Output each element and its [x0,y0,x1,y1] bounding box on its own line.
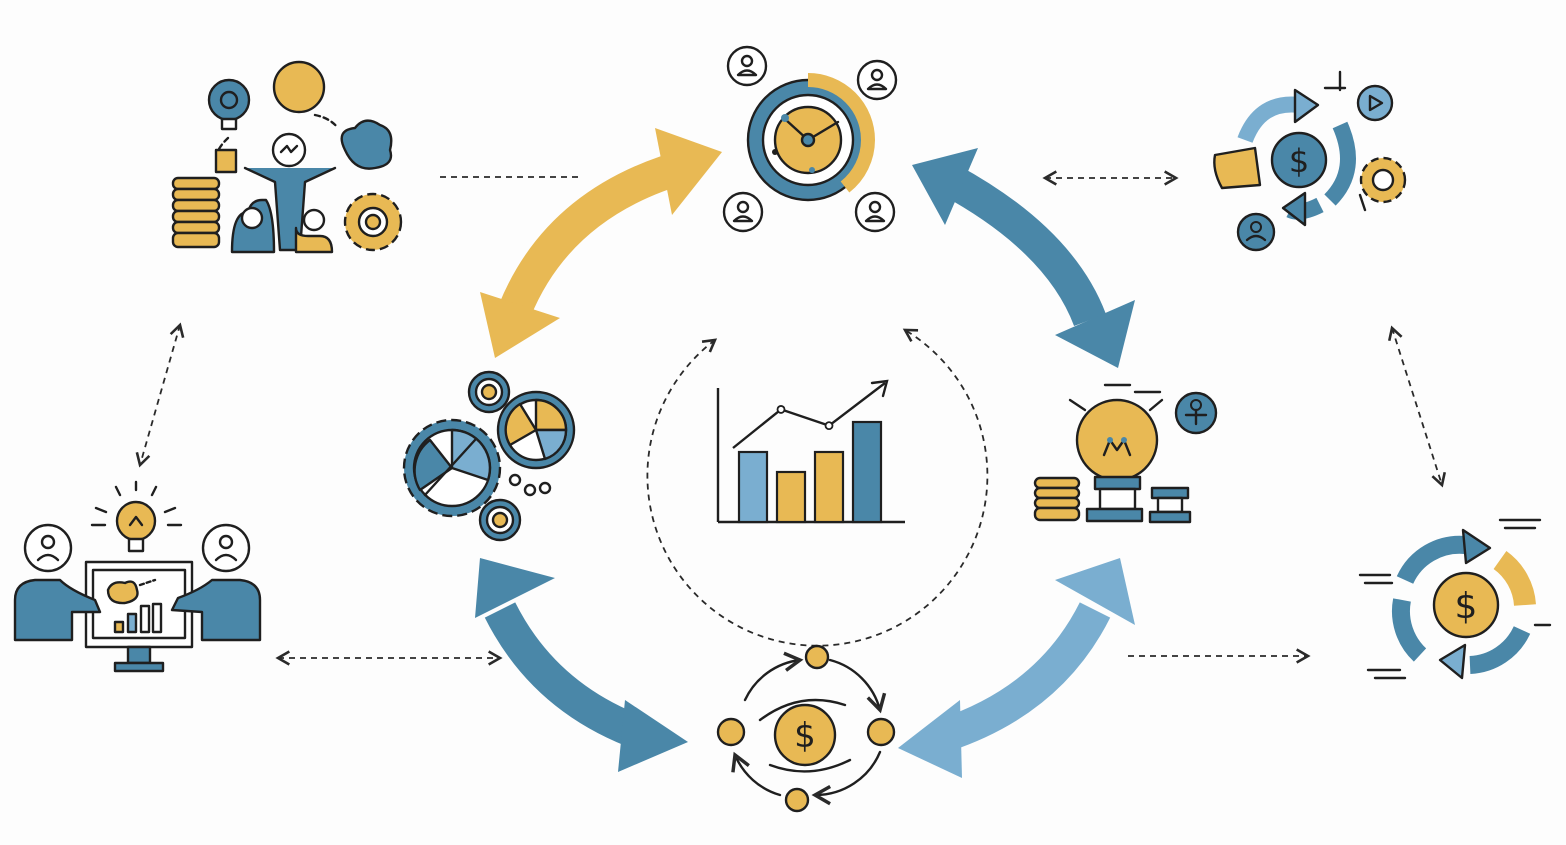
collaboration-team-node [171,60,403,254]
lightbulb-icon [90,480,183,553]
gears-chart-node [402,370,576,542]
trend-arrowhead [870,379,889,398]
gear-icon [402,418,502,518]
center-bar-chart [716,379,905,524]
trend-point [776,405,786,414]
dollar-icon: $ [773,703,837,767]
svg-text:$: $ [1455,586,1478,627]
chart-bar [851,420,883,524]
dashed-connectors [135,170,1447,666]
coin-stack-icon [171,176,221,249]
clock-team-node [722,45,898,233]
financial-cycle-node: $ [1213,70,1407,252]
lightbulb-investment-node [1033,383,1218,524]
clock-icon [746,73,876,202]
cycle-arrow-top-right [912,148,1135,368]
person-icon [1236,212,1276,252]
person-icon [722,45,898,233]
chart-bar [775,470,807,524]
coin-stack-icon [1033,476,1081,522]
person-icon [13,523,262,642]
chart-bar [737,450,769,524]
pillar-icon [1085,475,1192,524]
dollar-icon: $ [1432,571,1500,639]
gear-icon [343,192,403,252]
cycle-arrow-top-left [480,128,722,358]
person-icon [230,132,337,254]
dollar-icon: $ [1270,131,1328,189]
pie-chart-icon [496,390,576,470]
cycle-arrows [475,128,1135,778]
connector-right-vertical [1387,325,1447,488]
lightbulb-icon [1068,383,1164,482]
monitor-icon [84,560,194,673]
trend-line [732,382,886,449]
connector-left-vertical [135,322,185,468]
recurring-revenue-node: $ [1358,518,1552,680]
gear-icon [1359,156,1407,204]
svg-text:$: $ [1289,142,1309,180]
trend-point [824,421,834,431]
cycle-arrow-bottom-left [475,558,688,772]
lightbulb-icon [207,78,251,131]
cycle-arrows-icon [1391,528,1536,680]
cycle-arrow-bottom-right [898,558,1135,778]
center-dashed-loop [646,328,989,647]
svg-text:$: $ [794,716,816,756]
presentation-node [13,480,262,673]
person-badge-icon [1174,391,1218,435]
money-flow-node: $ [716,644,896,813]
chart-bar [813,450,845,524]
